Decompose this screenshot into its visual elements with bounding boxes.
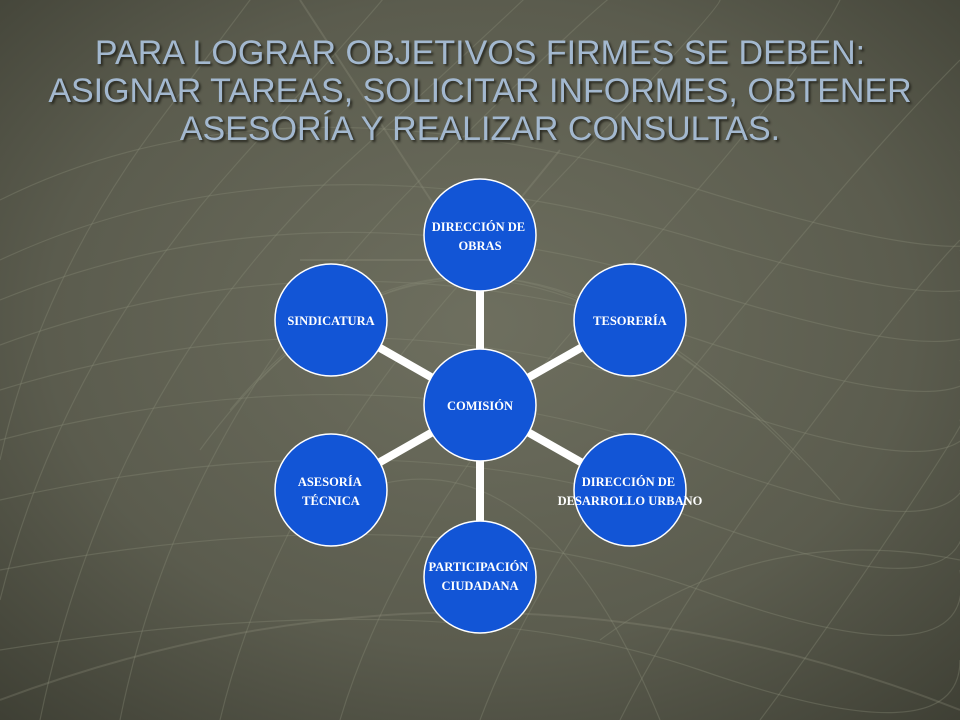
title-line-3: ASESORÍA Y REALIZAR CONSULTAS. bbox=[179, 110, 781, 148]
title-line-2: ASIGNAR TAREAS, SOLICITAR INFORMES, OBTE… bbox=[48, 72, 912, 110]
node-sindicatura-label: SINDICATURA bbox=[287, 314, 374, 328]
node-direccion-de-obras-label: DIRECCIÓN DE OBRAS bbox=[432, 220, 529, 253]
node-sindicatura: SINDICATURA bbox=[274, 263, 388, 377]
node-direccion-de-desarrollo-urbano-label: DIRECCIÓN DE DESARROLLO URBANO bbox=[558, 475, 703, 508]
title-line-1: PARA LOGRAR OBJETIVOS FIRMES SE DEBEN: bbox=[94, 34, 866, 72]
node-center-label: COMISIÓN bbox=[447, 399, 513, 413]
node-tesoreria-label: TESORERÍA bbox=[593, 314, 667, 328]
node-direccion-de-obras: DIRECCIÓN DE OBRAS bbox=[423, 178, 537, 292]
node-asesoria-tecnica-label: ASESORÍA TÉCNICA bbox=[298, 475, 364, 508]
node-asesoria-tecnica: ASESORÍA TÉCNICA bbox=[274, 433, 388, 547]
node-participacion-ciudadana-label: PARTICIPACIÓN CIUDADANA bbox=[429, 560, 532, 593]
node-direccion-de-desarrollo-urbano: DIRECCIÓN DE DESARROLLO URBANO bbox=[558, 433, 703, 547]
node-tesoreria: TESORERÍA bbox=[573, 263, 687, 377]
node-participacion-ciudadana: PARTICIPACIÓN CIUDADANA bbox=[423, 520, 537, 634]
node-center-comision: COMISIÓN bbox=[423, 348, 537, 462]
slide-title: PARA LOGRAR OBJETIVOS FIRMES SE DEBEN: A… bbox=[40, 34, 920, 148]
